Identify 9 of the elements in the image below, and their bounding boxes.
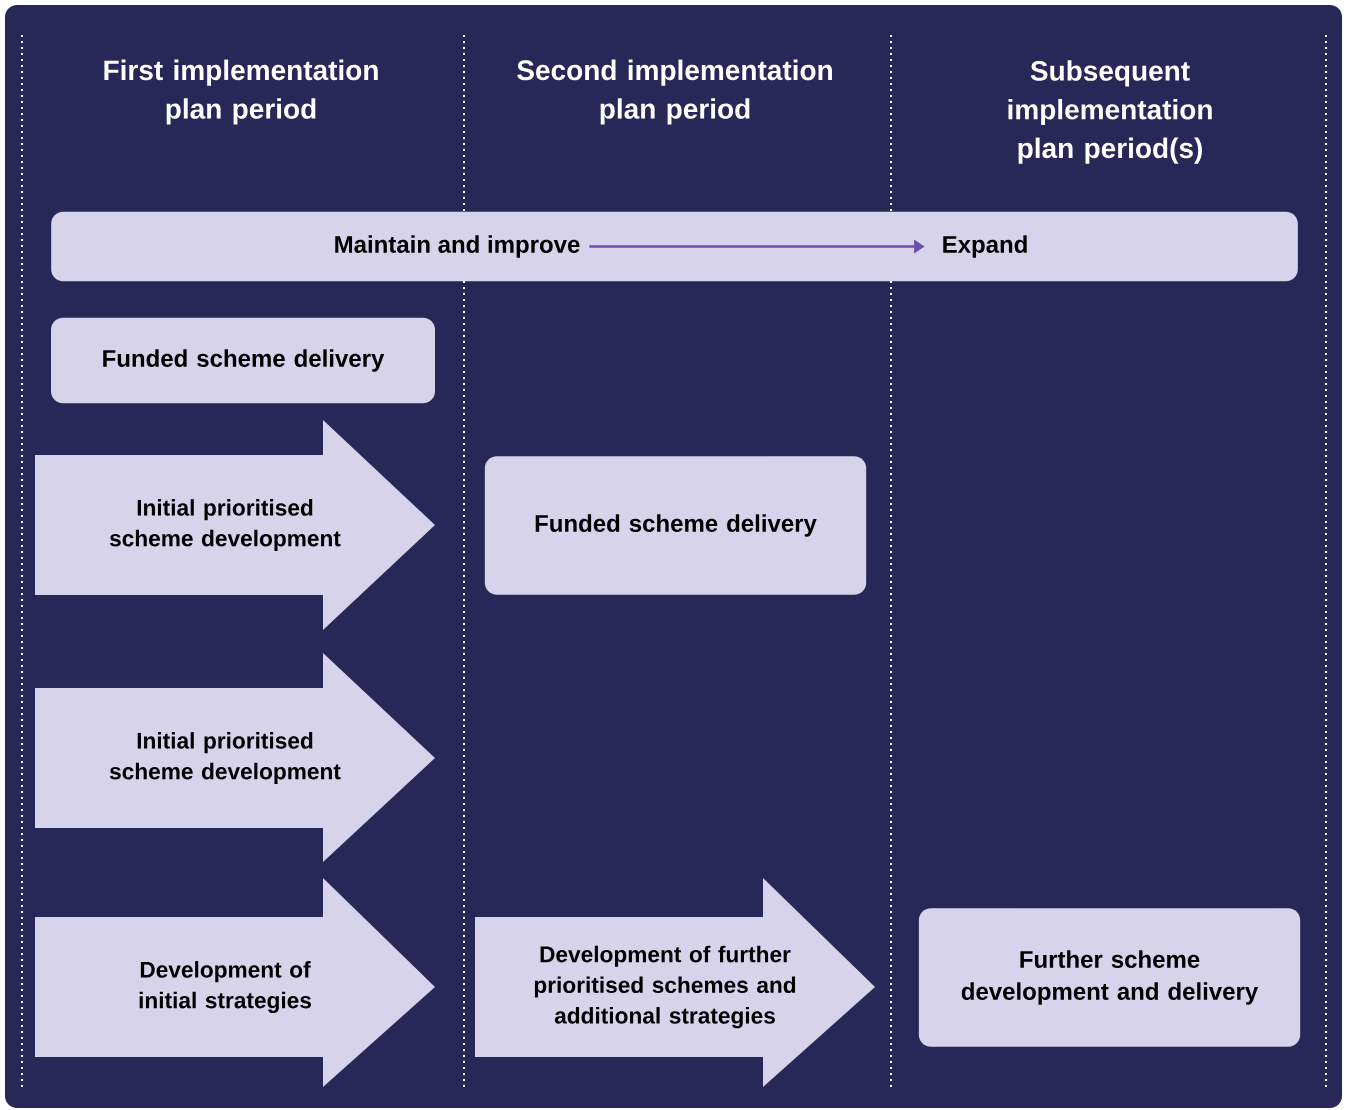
band-text: Maintain and improve (335, 235, 580, 258)
rounded-box: Funded scheme delivery (484, 456, 867, 595)
column-heading: Second implementation plan period (517, 59, 832, 125)
column-heading: First implementation plan period (104, 59, 378, 125)
band-text: Expand (943, 235, 1027, 258)
band (51, 211, 1298, 282)
rounded-box: Further scheme development and delivery (918, 908, 1301, 1047)
rounded-box: Funded scheme delivery (51, 317, 435, 404)
column-heading: Subsequent implementation plan period(s) (1008, 60, 1212, 164)
